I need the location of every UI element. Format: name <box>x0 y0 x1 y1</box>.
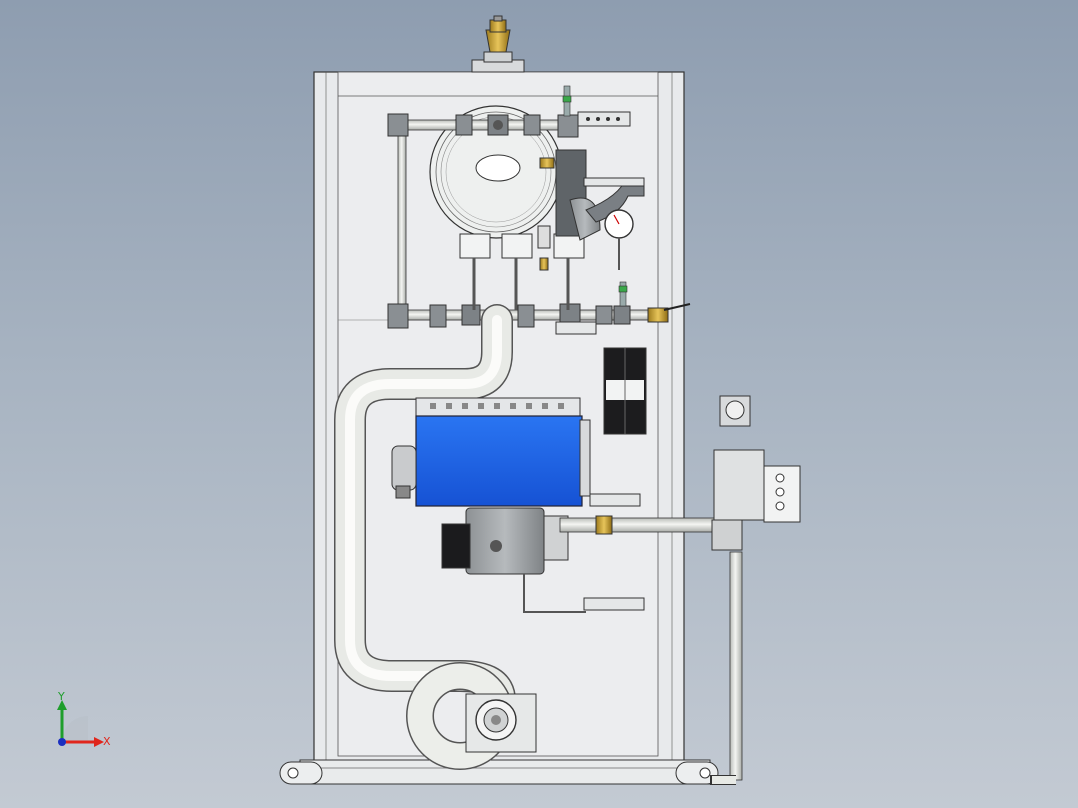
circulation-pump <box>465 693 537 753</box>
control-panel-stack <box>603 347 647 435</box>
burner-housing <box>391 397 591 507</box>
bottom-manifold <box>387 281 691 335</box>
actuator-row <box>459 225 585 310</box>
gas-supply-pipe <box>559 515 743 785</box>
base-skid <box>279 759 719 785</box>
gas-valve-train <box>711 395 801 551</box>
top-manifold <box>387 85 631 138</box>
y-axis-label: Y <box>57 690 65 703</box>
coordinate-triad: Y X <box>57 690 111 748</box>
pressure-gauge <box>604 209 634 270</box>
z-axis-dot <box>58 738 66 746</box>
x-axis-label: X <box>103 735 111 748</box>
left-riser-pipe <box>397 121 407 318</box>
safety-valve <box>471 15 525 73</box>
